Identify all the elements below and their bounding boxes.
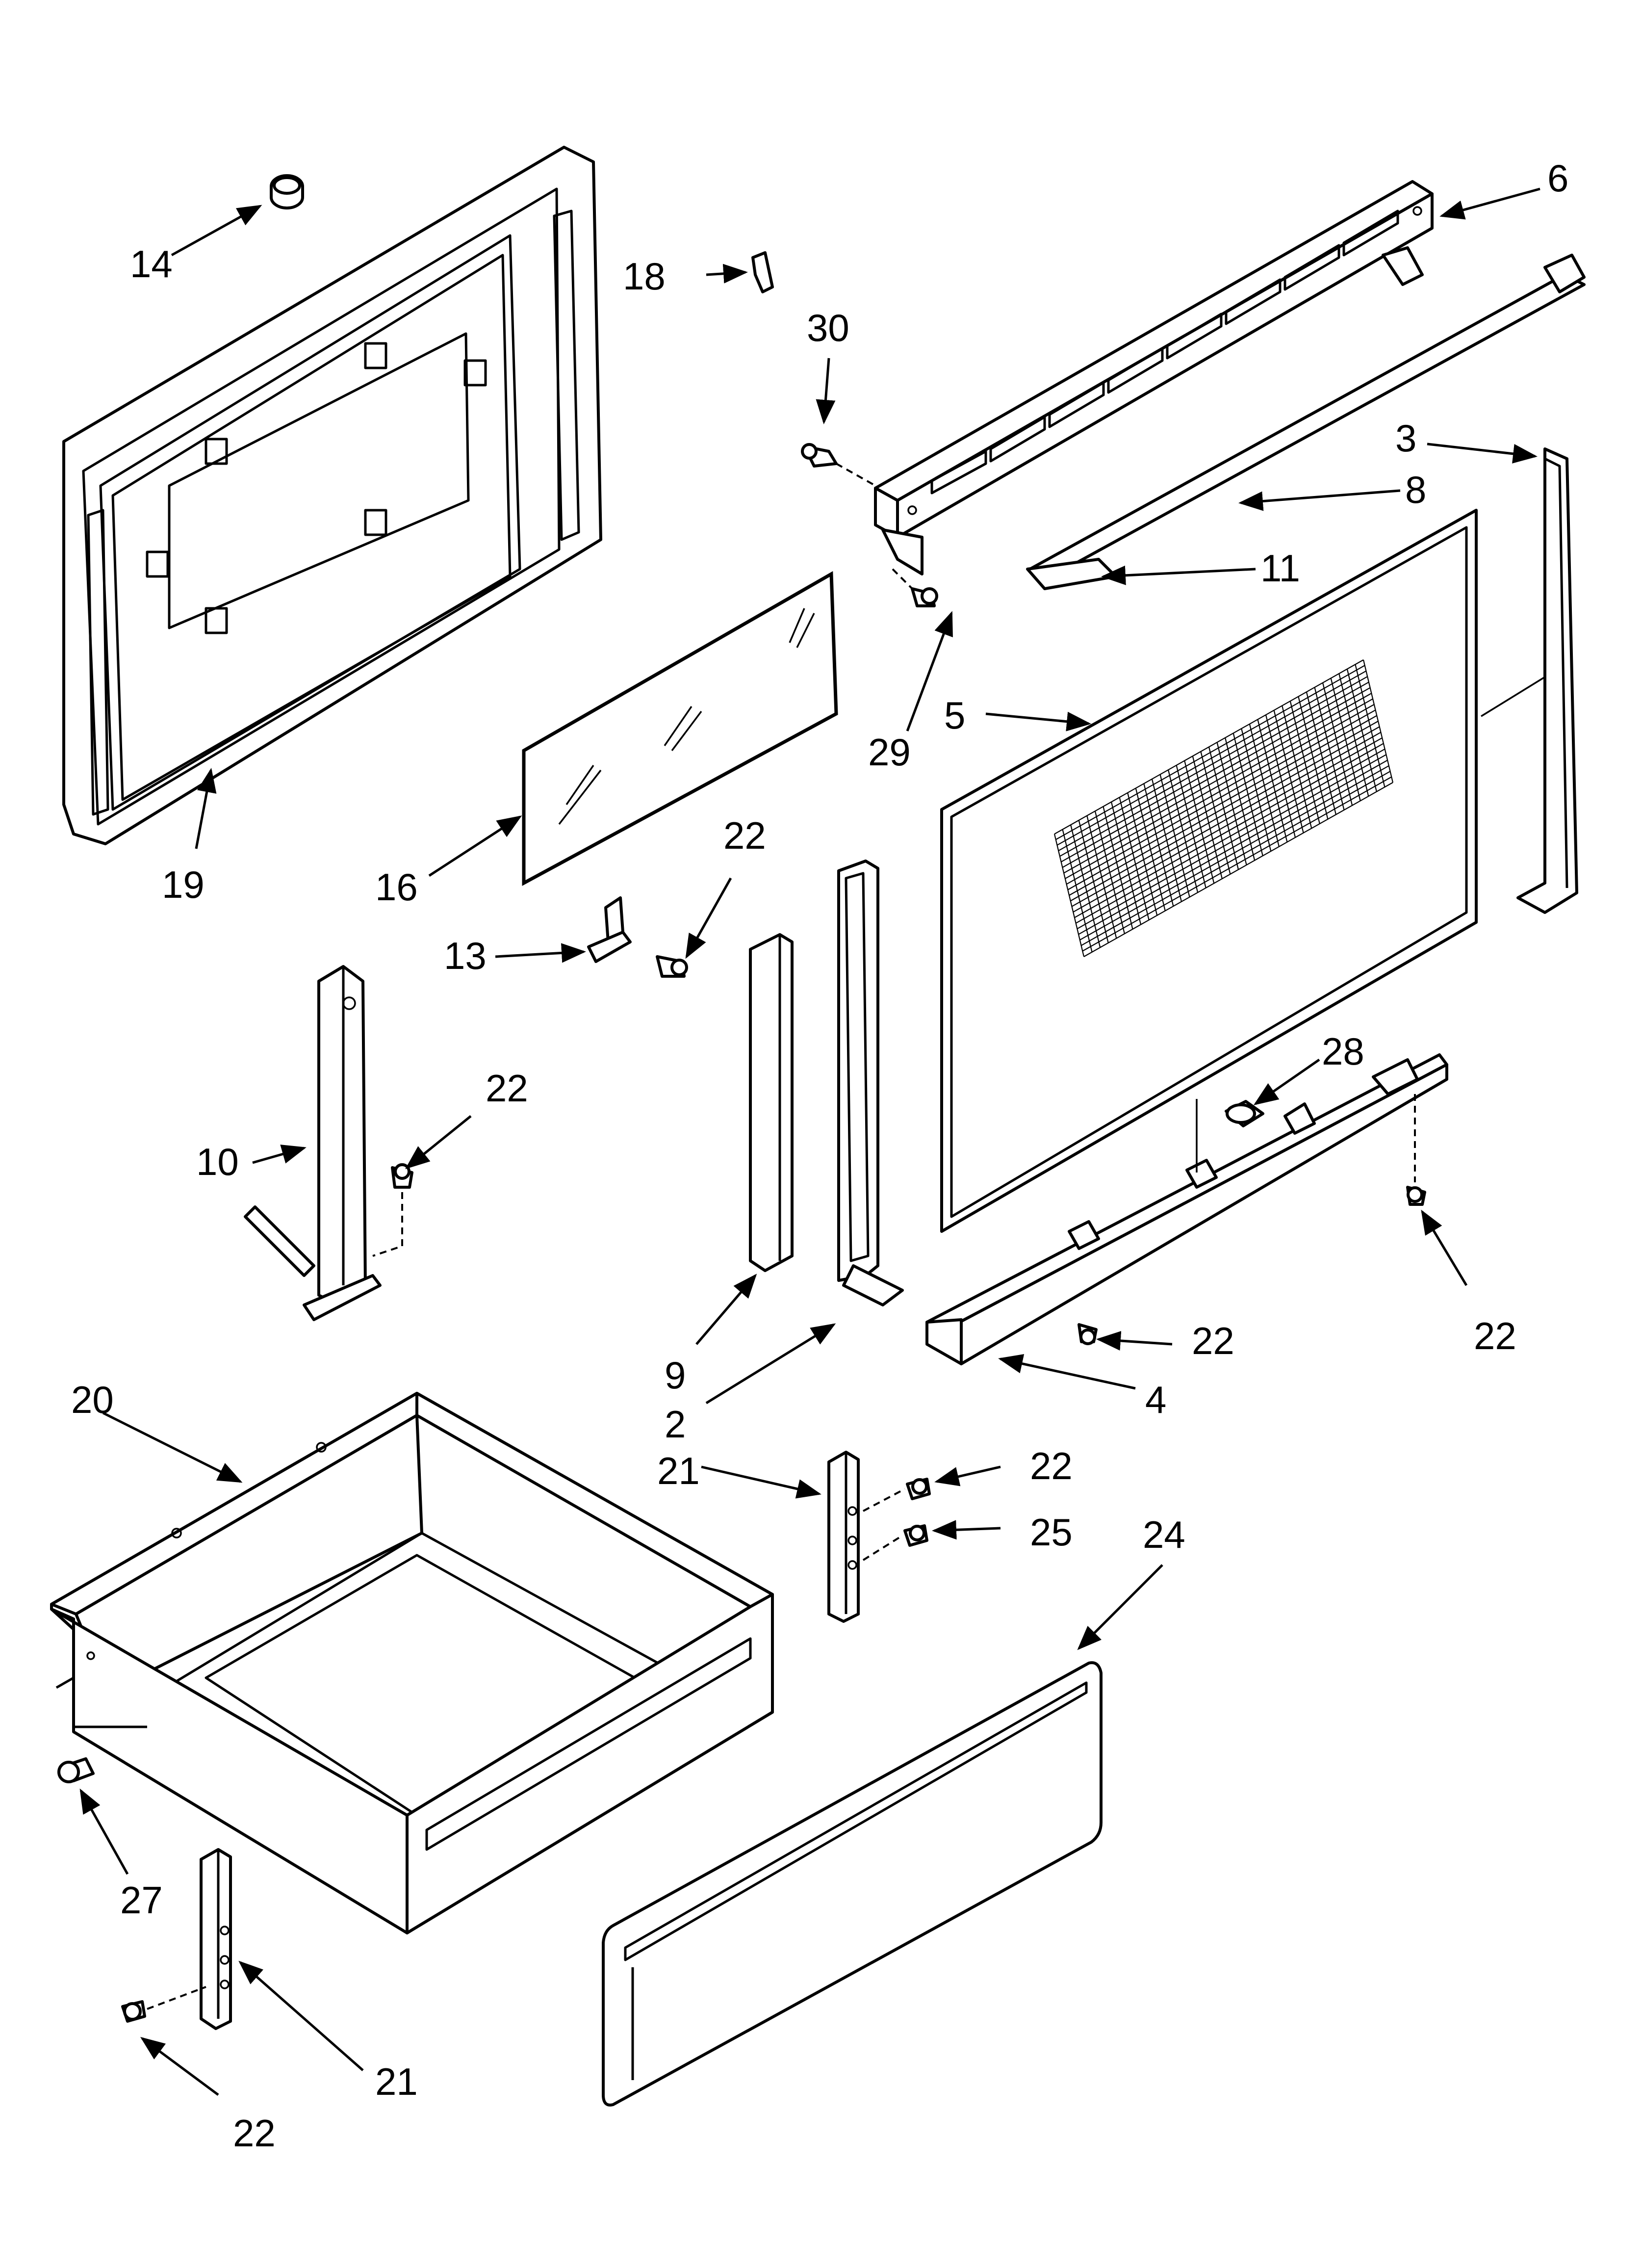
callout-2: 2 [665,1403,686,1446]
outer-door-panel [940,509,1478,1233]
callout-21a: 21 [657,1449,700,1492]
latch-28 [1225,1100,1264,1127]
side-bracket-10 [244,965,413,1321]
right-side-trim [1481,447,1578,914]
callout-22c: 22 [1192,1319,1234,1362]
vent-trim [874,180,1434,575]
filler-strip-9 [749,933,794,1272]
callout-27: 27 [120,1878,163,1922]
drawer-front-24 [602,1661,1103,2107]
callout-21b: 21 [375,2060,418,2103]
callout-30: 30 [807,306,849,349]
bumper-part [270,174,304,209]
callout-13: 13 [444,934,487,977]
callout-25: 25 [1030,1511,1073,1554]
drawer-body-20 [50,1392,774,1934]
bracket-13 [587,896,688,978]
callout-16: 16 [375,865,418,909]
leader-lines [79,187,1540,2096]
callout-10: 10 [196,1140,239,1183]
clip-part [751,251,774,293]
callout-4: 4 [1145,1378,1166,1421]
callout-8: 8 [1405,468,1426,511]
callout-20: 20 [71,1378,114,1421]
callout-22d: 22 [1474,1314,1516,1357]
callout-11: 11 [1260,547,1300,590]
callout-24: 24 [1143,1513,1185,1556]
callout-18: 18 [623,255,666,298]
bottom-rail-4 [925,1053,1448,1365]
callout-3: 3 [1395,417,1416,460]
side-trim-2 [837,860,904,1306]
inner-door-panel [62,146,602,845]
callout-22e: 22 [1030,1444,1073,1487]
callout-22f: 22 [233,2112,276,2155]
door-mesh [1053,659,1394,957]
door-handle [1026,254,1586,590]
callout-28: 28 [1322,1030,1364,1073]
callout-14: 14 [130,242,173,286]
drawer-slide-21-lower [121,1848,232,2030]
callout-6: 6 [1547,156,1568,200]
trim-screws [801,443,938,607]
callout-22a: 22 [723,814,766,857]
door-glass [522,571,838,886]
callout-9: 9 [665,1354,686,1397]
drawer-slide-21-upper [827,1451,931,1623]
callout-5: 5 [944,694,965,737]
callout-19: 19 [162,863,205,906]
drawer-stop-27 [57,1757,95,1783]
callout-labels: 14 18 30 6 3 8 11 29 5 19 16 22 13 22 10… [71,156,1568,2155]
callout-29: 29 [868,730,911,774]
callout-22b: 22 [486,1067,528,1110]
